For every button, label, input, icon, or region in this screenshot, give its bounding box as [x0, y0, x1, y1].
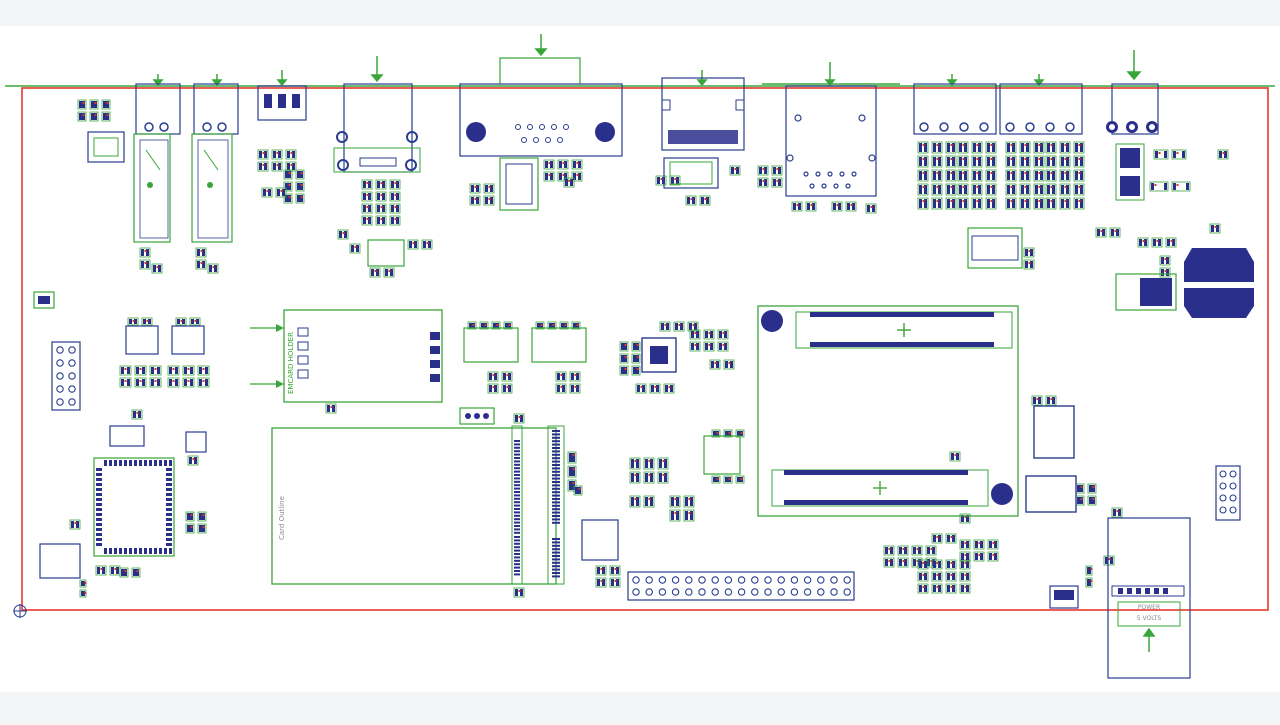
ic-u9: [581, 519, 619, 561]
dc-power-jack: [1106, 83, 1159, 135]
ic-u8: [703, 435, 741, 475]
power-regulator: [1115, 143, 1177, 311]
ic-u11: [39, 543, 81, 579]
db-connector: [459, 57, 623, 157]
usb-connector: [257, 85, 307, 121]
hdmi-connector: [661, 77, 745, 151]
test-connector: [459, 407, 495, 425]
ic-u10: [1025, 405, 1077, 513]
board-outline: [21, 87, 1269, 611]
passive-components: [69, 99, 1229, 598]
ic-u6: [125, 325, 205, 355]
card-slot-outline: Card Outline: [271, 425, 565, 585]
jack-connector-3: [913, 83, 997, 135]
pin-header-left: [51, 341, 81, 411]
jack-connector-2: [191, 83, 239, 243]
electrolytic-capacitor: [1184, 248, 1254, 318]
power-input-connector: POWER 5 VOLTS: [1107, 517, 1191, 679]
jumper-j1: [33, 291, 55, 309]
origin-marker: [13, 604, 27, 618]
insertion-arrows: [152, 34, 1156, 652]
rj45-connector: [762, 83, 900, 197]
card-outline-label: Card Outline: [278, 496, 286, 540]
ic-u1: [87, 131, 125, 163]
vga-connector-small: [333, 83, 421, 173]
qfp-chip-large: [93, 457, 175, 557]
switch-sw1: [1049, 585, 1079, 609]
emcard-holder: EMCARD HOLDER: [250, 309, 443, 403]
qfp-chip-small: [641, 337, 677, 373]
pin-header-right: [1215, 465, 1241, 521]
emcard-holder-label: EMCARD HOLDER: [287, 332, 295, 394]
crystal-y1: [109, 425, 207, 453]
ic-u4: [967, 227, 1023, 269]
pin-header-bottom: [627, 571, 855, 601]
jack-connector-4: [999, 83, 1083, 135]
ic-u5: [367, 239, 405, 267]
ic-u7: [463, 327, 587, 363]
mezzanine-connector: [757, 305, 1019, 517]
jack-connector-1: [133, 83, 181, 243]
ic-dip-u2: [499, 157, 539, 211]
ic-u3: [663, 157, 719, 189]
power-label: POWER: [1138, 604, 1160, 611]
power-voltage-label: 5 VOLTS: [1137, 615, 1162, 622]
